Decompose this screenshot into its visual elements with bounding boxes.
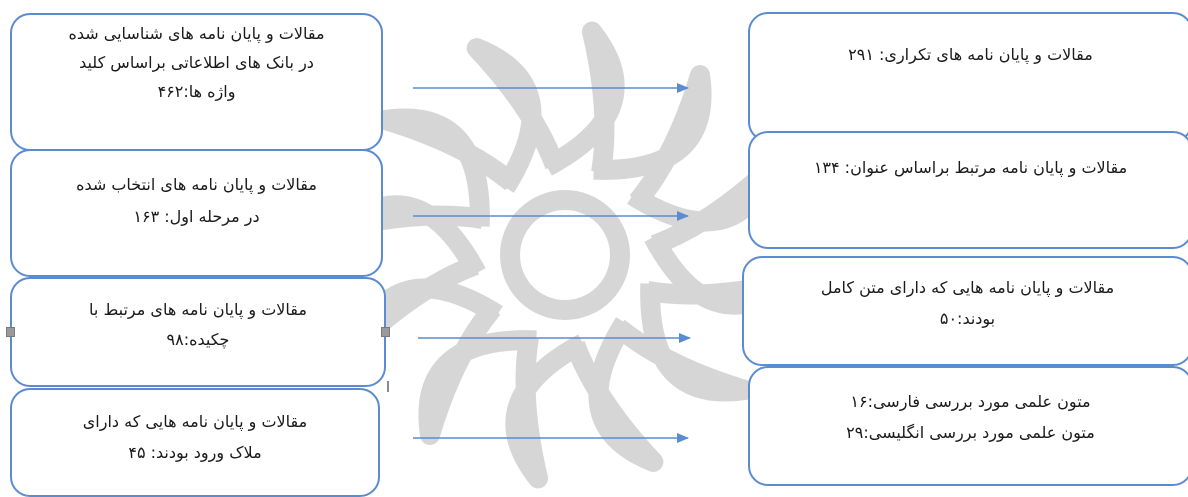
resize-handle-bottom[interactable] — [387, 381, 389, 392]
right-box-4: متون علمی مورد بررسی فارسی:۱۶ متون علمی … — [748, 366, 1188, 486]
resize-handle-left[interactable] — [6, 327, 15, 337]
left-box-2-line-2: در مرحله اول: ۱۶۳ — [133, 207, 260, 226]
left-box-4: مقالات و پایان نامه هایی که دارای ملاک و… — [10, 388, 380, 497]
watermark-center — [500, 190, 630, 320]
right-box-4-line-1: متون علمی مورد بررسی فارسی:۱۶ — [850, 392, 1091, 411]
left-box-1-line-2: در بانک های اطلاعاتی براساس کلید — [79, 53, 314, 72]
left-box-3: مقالات و پایان نامه های مرتبط با چکیده:۹… — [10, 277, 386, 387]
left-box-4-line-2: ملاک ورود بودند: ۴۵ — [128, 443, 262, 462]
right-box-3-line-2: بودند:۵۰ — [939, 309, 996, 328]
left-box-2-line-1: مقالات و پایان نامه های انتخاب شده — [76, 175, 317, 194]
right-box-3: مقالات و پایان نامه هایی که دارای متن کا… — [742, 256, 1188, 366]
left-box-3-line-1: مقالات و پایان نامه های مرتبط با — [89, 300, 307, 319]
watermark-petal — [466, 38, 565, 193]
left-box-1: مقالات و پایان نامه های شناسایی شده در ب… — [10, 13, 383, 151]
left-box-1-line-1: مقالات و پایان نامه های شناسایی شده — [68, 24, 325, 43]
right-box-3-line-1: مقالات و پایان نامه هایی که دارای متن کا… — [820, 278, 1115, 297]
watermark-petal — [565, 317, 664, 472]
right-box-1-line-1: مقالات و پایان نامه های تکراری: ۲۹۱ — [848, 45, 1093, 64]
right-box-4-line-2: متون علمی مورد بررسی انگلیسی:۲۹ — [846, 423, 1095, 442]
watermark-petal — [505, 334, 588, 489]
left-box-4-line-1: مقالات و پایان نامه هایی که دارای — [82, 412, 308, 431]
left-box-1-line-3: واژه ها:۴۶۲ — [157, 82, 236, 101]
left-box-3-line-2: چکیده:۹۸ — [166, 330, 230, 349]
resize-handle-right[interactable] — [381, 327, 390, 337]
right-box-2: مقالات و پایان نامه مرتبط براساس عنوان: … — [748, 131, 1188, 249]
watermark-petal — [593, 65, 712, 208]
watermark-petal — [542, 21, 625, 176]
watermark-petal — [418, 302, 537, 445]
right-box-1: مقالات و پایان نامه های تکراری: ۲۹۱ — [748, 12, 1188, 142]
right-box-2-line-1: مقالات و پایان نامه مرتبط براساس عنوان: … — [813, 158, 1128, 177]
left-box-2: مقالات و پایان نامه های انتخاب شده در مر… — [10, 149, 383, 277]
watermark-petal — [612, 283, 755, 402]
watermark-petal — [375, 108, 518, 227]
